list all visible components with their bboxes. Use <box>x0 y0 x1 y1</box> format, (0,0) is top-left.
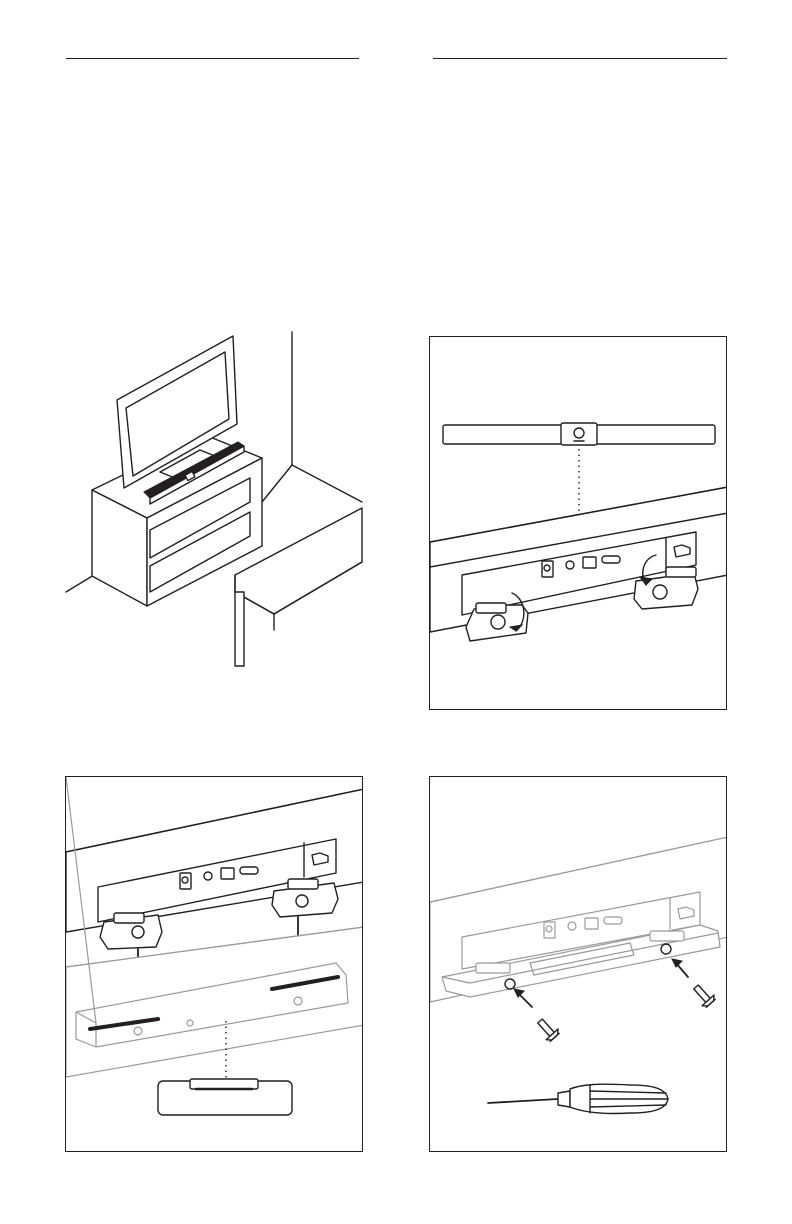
step-panel-remove-brackets <box>429 336 727 710</box>
step-panel-screw-brackets <box>429 776 727 1152</box>
room-illustration <box>60 330 370 675</box>
remove-mounting-brackets-icon <box>430 337 727 710</box>
soundbar-on-tv-stand-icon <box>60 330 370 675</box>
align-brackets-to-wall-mount-icon <box>66 777 363 1152</box>
header-rule-left <box>66 58 359 59</box>
screw-and-screwdriver-icon <box>430 777 727 1152</box>
header-rule-right <box>433 58 727 59</box>
step-panel-attach-brackets <box>65 776 363 1152</box>
